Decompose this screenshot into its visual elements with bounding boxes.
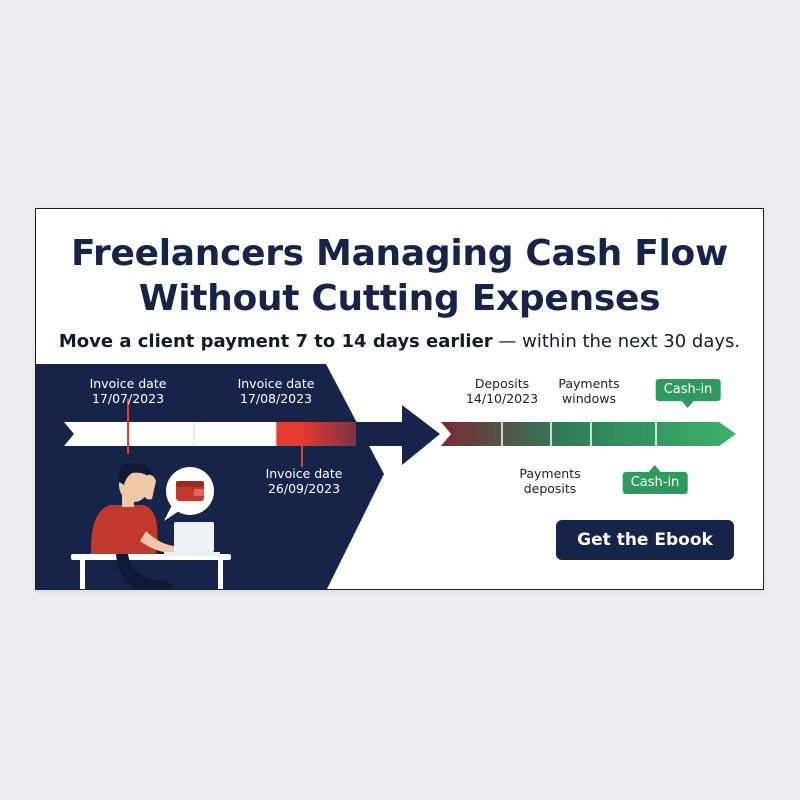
desk-leg-left: [80, 560, 85, 589]
deposits-label: Deposits 14/10/2023: [466, 376, 538, 406]
subtitle-rest: — within the next 30 days.: [492, 331, 741, 352]
deposits-title: Deposits: [474, 376, 530, 391]
subtitle-strong: Move a client payment 7 to 14 days earli…: [58, 331, 493, 352]
payments-deposits-line2: deposits: [523, 481, 577, 496]
payments-deposits-label: Payments deposits: [519, 466, 580, 496]
payments-windows-label: Payments windows: [558, 376, 619, 406]
timeline-graphic: [36, 364, 736, 589]
promo-banner: Freelancers Managing Cash Flow Without C…: [35, 208, 764, 590]
title-line-2: Without Cutting Expenses: [138, 278, 661, 319]
deposits-date: 14/10/2023: [465, 391, 539, 406]
invoice-label-2: Invoice date 17/08/2023: [238, 376, 315, 406]
invoice-1-date: 17/07/2023: [91, 391, 165, 406]
timeline-bar-white: [64, 422, 276, 446]
timeline-bar-green: [441, 422, 736, 446]
invoice-3-date: 26/09/2023: [267, 481, 341, 496]
hand-on-head: [144, 474, 156, 500]
desk-leg-right: [218, 560, 223, 589]
payments-windows-line2: windows: [562, 391, 616, 406]
wallet-icon: [164, 467, 214, 521]
cash-in-tag-bottom: Cash-in: [622, 465, 688, 494]
get-ebook-button[interactable]: Get the Ebook: [556, 520, 734, 560]
invoice-1-label: Invoice date: [89, 376, 167, 391]
banner-title: Freelancers Managing Cash Flow Without C…: [36, 231, 763, 321]
laptop-icon: [164, 522, 220, 556]
title-line-1: Freelancers Managing Cash Flow: [71, 233, 728, 274]
invoice-label-1: Invoice date 17/07/2023: [90, 376, 167, 406]
hair: [117, 462, 153, 485]
shirt: [90, 505, 158, 554]
cash-in-tag-top: Cash-in: [655, 379, 721, 408]
banner-subtitle: Move a client payment 7 to 14 days earli…: [36, 331, 763, 352]
invoice-2-label: Invoice date: [237, 376, 315, 391]
invoice-2-date: 17/08/2023: [239, 391, 313, 406]
invoice-label-3: Invoice date 26/09/2023: [266, 466, 343, 496]
payments-deposits-line1: Payments: [519, 466, 581, 481]
arrow-head-navy: [356, 405, 440, 465]
invoice-3-label: Invoice date: [265, 466, 343, 481]
freelancer-illustration: [90, 462, 186, 589]
timeline-bar-red: [276, 422, 302, 446]
payments-windows-line1: Payments: [558, 376, 620, 391]
